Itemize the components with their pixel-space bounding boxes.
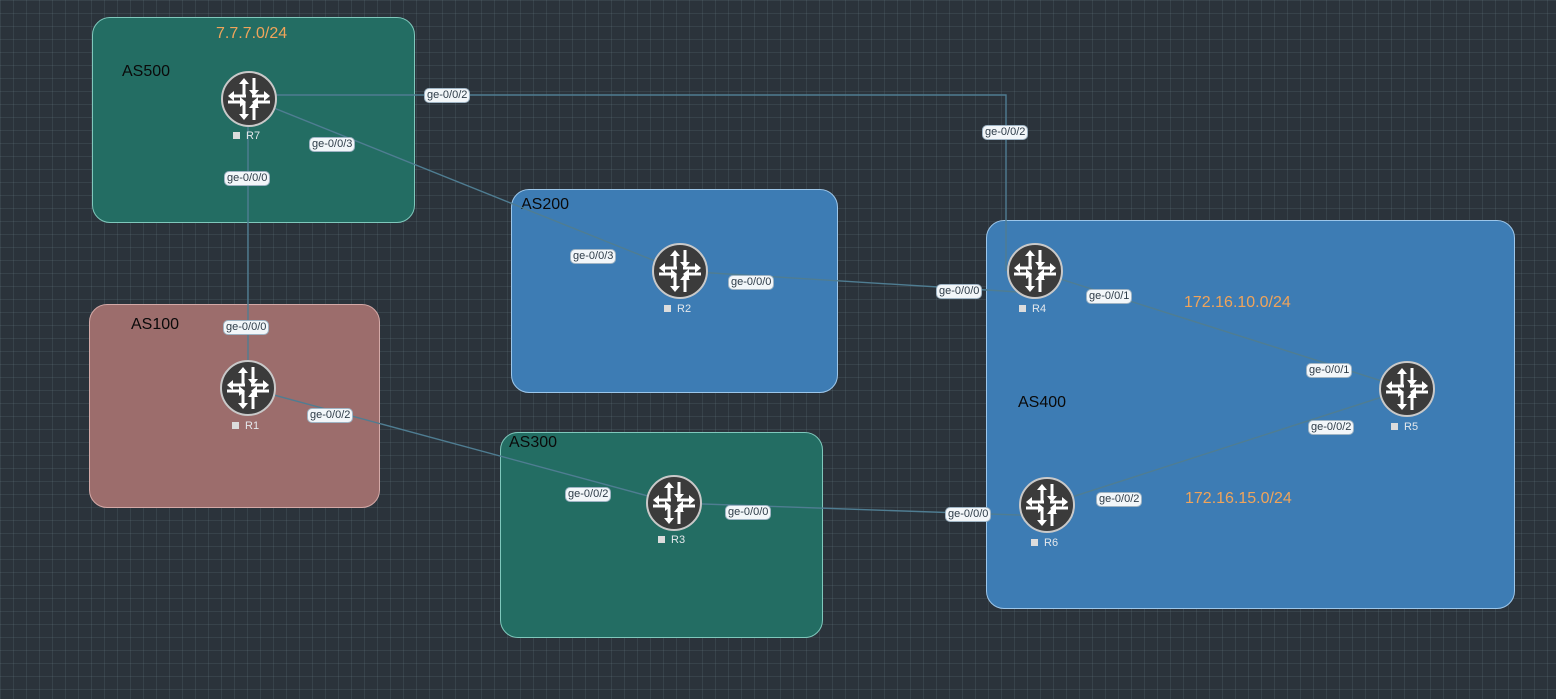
iface-r5-ge-0-0-1[interactable]: ge-0/0/1 [1306,363,1353,378]
iface-r6-ge-0-0-2[interactable]: ge-0/0/2 [1096,492,1143,507]
as500-subnet-label: 7.7.7.0/24 [216,25,288,42]
as100-label: AS100 [131,316,180,333]
router-icon [1024,482,1070,528]
iface-r3-ge-0-0-2[interactable]: ge-0/0/2 [565,487,612,502]
as500-label: AS500 [122,63,171,80]
iface-r4-ge-0-0-0[interactable]: ge-0/0/0 [936,284,983,299]
router-r2-name: R2 [664,303,691,315]
iface-r4-ge-0-0-2[interactable]: ge-0/0/2 [982,125,1029,140]
iface-r3-ge-0-0-0[interactable]: ge-0/0/0 [725,505,772,520]
as300-label: AS300 [509,434,558,451]
iface-r2-ge-0-0-3[interactable]: ge-0/0/3 [570,249,617,264]
iface-r1-ge-0-0-2[interactable]: ge-0/0/2 [307,408,354,423]
router-icon [651,480,697,526]
iface-r6-ge-0-0-0[interactable]: ge-0/0/0 [945,507,992,522]
link-r7-r4[interactable] [249,94,1007,271]
router-r6[interactable] [1019,477,1075,533]
router-r3-name: R3 [658,534,685,546]
iface-r7-ge-0-0-0[interactable]: ge-0/0/0 [224,171,271,186]
router-r1[interactable] [220,360,276,416]
as400-subnet-label-1: 172.16.10.0/24 [1184,294,1291,311]
iface-r7-ge-0-0-3[interactable]: ge-0/0/3 [309,137,356,152]
router-r6-name: R6 [1031,537,1058,549]
router-icon [225,365,271,411]
link-r6-r5[interactable] [1046,388,1408,506]
router-r7[interactable] [221,71,277,127]
router-r7-name: R7 [233,130,260,142]
iface-r2-ge-0-0-0[interactable]: ge-0/0/0 [728,275,775,290]
as200-label: AS200 [521,196,570,213]
iface-r1-ge-0-0-0[interactable]: ge-0/0/0 [223,320,270,335]
router-r4-name: R4 [1019,303,1046,315]
as400-subnet-label-2: 172.16.15.0/24 [1185,490,1292,507]
iface-r7-ge-0-0-2[interactable]: ge-0/0/2 [424,88,471,103]
router-r3[interactable] [646,475,702,531]
router-icon [1384,366,1430,412]
iface-r5-ge-0-0-2[interactable]: ge-0/0/2 [1308,420,1355,435]
router-icon [226,76,272,122]
as400-group[interactable] [986,220,1515,609]
link-r7-r2[interactable] [248,97,681,272]
router-r5-name: R5 [1391,421,1418,433]
router-r4[interactable] [1007,243,1063,299]
router-r2[interactable] [652,243,708,299]
iface-r4-ge-0-0-1[interactable]: ge-0/0/1 [1086,289,1133,304]
router-icon [657,248,703,294]
link-r1-r3[interactable] [247,387,675,504]
router-icon [1012,248,1058,294]
router-r1-name: R1 [232,420,259,432]
router-r5[interactable] [1379,361,1435,417]
as400-label: AS400 [1018,394,1067,411]
